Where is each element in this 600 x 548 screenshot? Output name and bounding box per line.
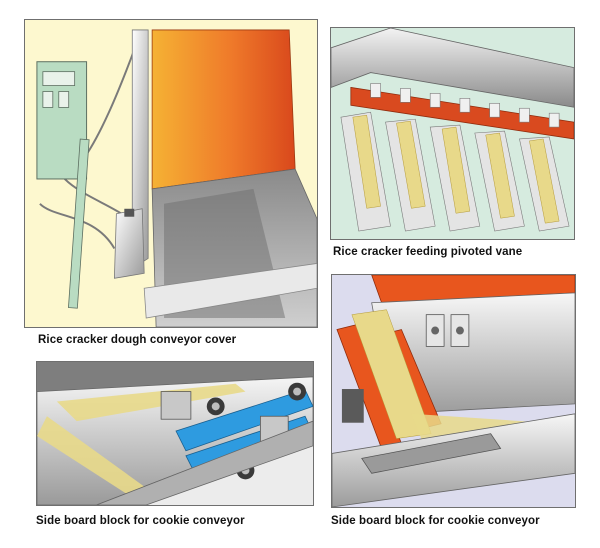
illustration-side-board-blue [36,361,314,506]
caption-side-board-orange: Side board block for cookie conveyor [331,515,540,527]
caption-side-board-blue: Side board block for cookie conveyor [36,515,245,527]
illustration-side-board-orange [331,274,576,508]
illustration-dough-conveyor-cover [24,19,318,328]
illustration-pivoted-vane [330,27,575,240]
caption-dough-conveyor-cover: Rice cracker dough conveyor cover [38,334,237,346]
caption-pivoted-vane: Rice cracker feeding pivoted vane [333,246,523,258]
